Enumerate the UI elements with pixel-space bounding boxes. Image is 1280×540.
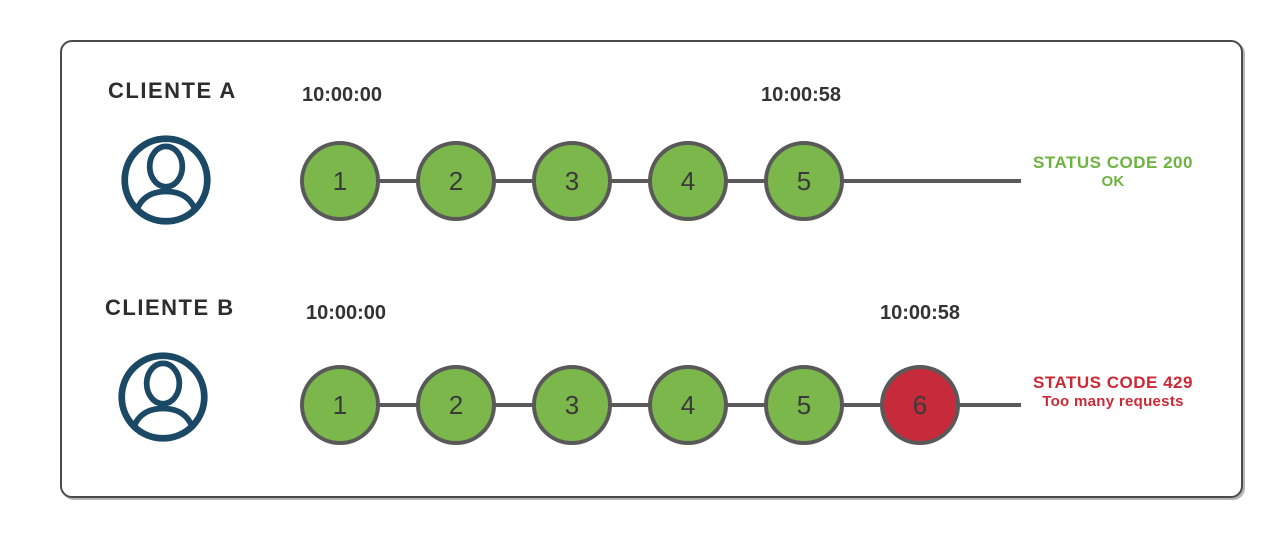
request-circle-4: 4 bbox=[648, 365, 728, 445]
status-text: STATUS CODE 200 OK bbox=[1023, 153, 1203, 191]
status-message: OK bbox=[1101, 173, 1125, 191]
status-text: STATUS CODE 429 Too many requests bbox=[1023, 373, 1203, 411]
client-b-label: CLIENTE B bbox=[105, 295, 235, 320]
status-message: Too many requests bbox=[1042, 393, 1184, 411]
request-circle-6: 6 bbox=[880, 365, 960, 445]
request-circle-5: 5 bbox=[764, 141, 844, 221]
client-a-label: CLIENTE A bbox=[108, 78, 237, 103]
request-circle-4: 4 bbox=[648, 141, 728, 221]
request-circle-2: 2 bbox=[416, 141, 496, 221]
request-circle-3: 3 bbox=[532, 141, 612, 221]
start-timestamp: 10:00:00 bbox=[301, 84, 383, 106]
request-circle-1: 1 bbox=[300, 365, 380, 445]
start-timestamp: 10:00:00 bbox=[305, 302, 387, 324]
end-timestamp: 10:00:58 bbox=[879, 302, 961, 324]
user-icon bbox=[115, 349, 211, 445]
end-timestamp: 10:00:58 bbox=[760, 84, 842, 106]
request-circle-5: 5 bbox=[764, 365, 844, 445]
request-circle-3: 3 bbox=[532, 365, 612, 445]
status-code: STATUS CODE 429 bbox=[1033, 373, 1193, 392]
diagram-frame bbox=[60, 40, 1243, 498]
status-code: STATUS CODE 200 bbox=[1033, 153, 1193, 172]
request-circle-2: 2 bbox=[416, 365, 496, 445]
user-icon bbox=[118, 132, 214, 228]
request-circle-1: 1 bbox=[300, 141, 380, 221]
